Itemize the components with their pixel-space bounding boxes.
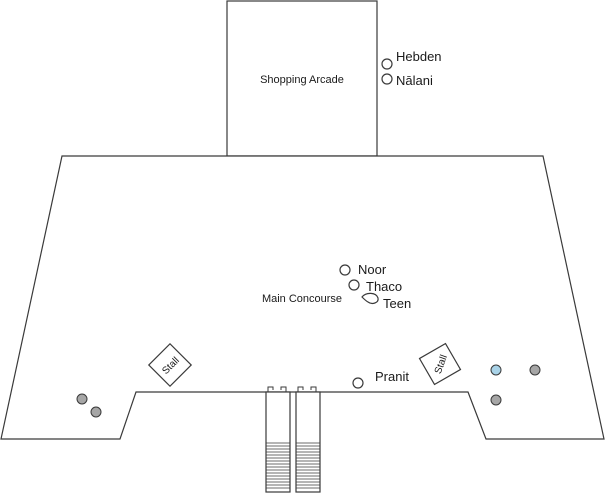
- stall-left: Stall: [147, 342, 193, 388]
- person-label-noor: Noor: [358, 262, 387, 277]
- person-label-nalani: Nālani: [396, 73, 433, 88]
- person-marker-hebden: [381, 58, 393, 70]
- shopping-arcade-label: Shopping Arcade: [260, 74, 344, 86]
- escalator-left: [265, 386, 291, 493]
- person-marker-nalani: [381, 73, 393, 85]
- main-concourse-label: Main Concourse: [262, 293, 342, 305]
- person-marker-teen: [361, 292, 379, 304]
- gray-dot: [90, 406, 102, 418]
- person-label-hebden: Hebden: [396, 49, 442, 64]
- person-label-teen: Teen: [383, 296, 411, 311]
- escalator-right: [295, 386, 321, 493]
- blue-dot: [490, 364, 502, 376]
- person-marker-pranit: [352, 377, 364, 389]
- marker-dots: [76, 364, 541, 418]
- person-label-thaco: Thaco: [366, 279, 402, 294]
- gray-dot: [529, 364, 541, 376]
- person-marker-thaco: [348, 279, 360, 291]
- shopping-arcade-room: [226, 0, 378, 157]
- person-label-pranit: Pranit: [375, 369, 409, 384]
- gray-dot: [76, 393, 88, 405]
- person-marker-noor: [339, 264, 351, 276]
- stall-right: Stall: [418, 342, 462, 386]
- gray-dot: [490, 394, 502, 406]
